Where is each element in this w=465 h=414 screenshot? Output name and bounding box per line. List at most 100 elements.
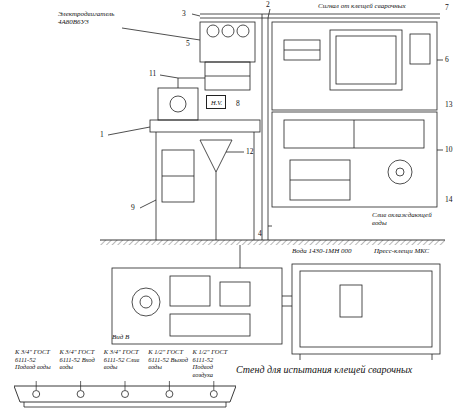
leader-line xyxy=(213,381,214,390)
callout-number: 11 xyxy=(149,70,161,78)
elevation-view-part xyxy=(200,140,232,172)
annotation: Сигнал от клещей сварочных xyxy=(318,2,418,10)
elevation-view-part xyxy=(396,168,404,176)
elevation-view-part xyxy=(140,200,156,208)
elevation-view-part xyxy=(158,88,198,120)
elevation-view-part xyxy=(162,176,194,177)
pipe-fitting xyxy=(166,391,173,398)
callout-number: 7 xyxy=(445,4,457,12)
plan-view-part xyxy=(240,245,241,268)
elevation-view-part xyxy=(205,62,250,90)
elevation-view-part xyxy=(268,226,272,227)
callout-number: 3 xyxy=(182,10,192,18)
fitting-label: К 3/4" ГОСТ 6111-52 Вход воды xyxy=(59,348,100,371)
elevation-view-part xyxy=(150,120,260,132)
elevation-view xyxy=(108,9,443,240)
elevation-view-part xyxy=(290,160,350,200)
annotation: Слив охлаждающей воды xyxy=(372,211,442,227)
elevation-view-part xyxy=(170,96,186,112)
callout-number: 4 xyxy=(258,230,268,238)
annotation: Вода 1430-1МН 000 xyxy=(292,247,370,255)
fitting-label: К 1/2" ГОСТ 6111-52 Подвод воздуха xyxy=(193,348,234,378)
callout-number: 1 xyxy=(100,131,110,139)
elevation-view-part xyxy=(268,18,269,240)
elevation-view-part xyxy=(200,14,440,15)
elevation-view-part xyxy=(122,28,200,40)
elevation-view-part xyxy=(336,36,396,84)
callout-number: 6 xyxy=(445,56,457,64)
plan-view-part xyxy=(132,288,160,316)
callout-number: 2 xyxy=(266,1,276,9)
plan-view-part xyxy=(432,354,433,360)
elevation-view-part xyxy=(162,150,194,202)
elevation-view-part xyxy=(207,25,219,37)
elevation-view-part xyxy=(226,152,244,153)
plan-view-part xyxy=(112,268,282,344)
annotation: Электродвигатель 4А80В6У3 xyxy=(58,10,122,26)
elevation-view-part xyxy=(268,9,270,18)
elevation-view-part xyxy=(178,78,179,88)
elevation-view-part xyxy=(108,127,150,135)
callout-number: 12 xyxy=(246,148,260,156)
elevation-view-part xyxy=(437,60,443,61)
elevation-view-part xyxy=(437,150,443,151)
callout-number: 13 xyxy=(445,101,459,109)
elevation-view-part xyxy=(222,25,234,37)
pipe-fitting xyxy=(122,391,129,398)
leader-line xyxy=(36,381,37,390)
elevation-view-part xyxy=(272,112,437,207)
callout-number: 8 xyxy=(236,100,248,108)
callout-number: 14 xyxy=(445,196,459,204)
elevation-view-part xyxy=(262,14,263,240)
plan-view-part xyxy=(170,314,250,336)
plan-view-part xyxy=(300,271,432,347)
elevation-view-part xyxy=(284,120,424,148)
plan-view-part xyxy=(300,354,301,360)
plan-view-part xyxy=(220,282,250,306)
elevation-view-part xyxy=(200,18,440,19)
elevation-view-part xyxy=(410,34,430,64)
elevation-view-part xyxy=(237,25,249,37)
plan-view-part xyxy=(140,296,152,308)
fitting-label: К 1/2" ГОСТ 6111-52 Выход воды xyxy=(148,348,189,371)
elevation-view-part xyxy=(284,50,320,51)
box-label: H.V. xyxy=(211,99,221,107)
control-box: H.V. xyxy=(206,95,226,109)
elevation-view-part xyxy=(178,78,205,79)
annotation: Вид В xyxy=(112,333,152,341)
elevation-view-part xyxy=(388,160,412,184)
elevation-view-part xyxy=(156,132,157,240)
elevation-view-part xyxy=(284,40,320,60)
plan-view-part xyxy=(340,285,362,317)
elevation-view-part xyxy=(354,120,355,148)
pipe-fitting xyxy=(210,391,217,398)
elevation-view-part xyxy=(272,22,437,110)
callout-number: 9 xyxy=(131,204,141,212)
annotation: Пресс-клещи МКС xyxy=(374,247,444,255)
elevation-view-part xyxy=(290,180,350,181)
panel-legs xyxy=(24,402,226,407)
fitting-label: К 3/4" ГОСТ 6111-52 Подвод воды xyxy=(15,348,56,371)
fitting-panel: К 3/4" ГОСТ 6111-52 Подвод водыК 3/4" ГО… xyxy=(14,348,236,408)
pipe-fitting xyxy=(77,391,84,398)
leader-line xyxy=(125,381,126,390)
fitting-label: К 3/4" ГОСТ 6111-52 Слив воды xyxy=(104,348,145,371)
plan-view-part xyxy=(170,276,210,306)
callout-number: 5 xyxy=(186,40,196,48)
plan-view-part xyxy=(282,306,292,307)
elevation-view-part xyxy=(160,75,178,78)
ground-hatch xyxy=(100,240,445,245)
elevation-view-part xyxy=(216,172,217,240)
elevation-view-part xyxy=(200,22,255,62)
elevation-view-part xyxy=(330,30,402,90)
elevation-view-part xyxy=(192,14,200,16)
plan-view xyxy=(112,245,440,360)
elevation-view-part xyxy=(205,76,250,77)
elevation-view-part xyxy=(254,132,255,240)
leader-line xyxy=(80,381,81,390)
plan-view-part xyxy=(282,296,292,297)
leader-line xyxy=(169,381,170,390)
callout-number: 10 xyxy=(445,146,459,154)
drawing-caption: Стенд для испытания клещей сварочных xyxy=(236,364,461,376)
